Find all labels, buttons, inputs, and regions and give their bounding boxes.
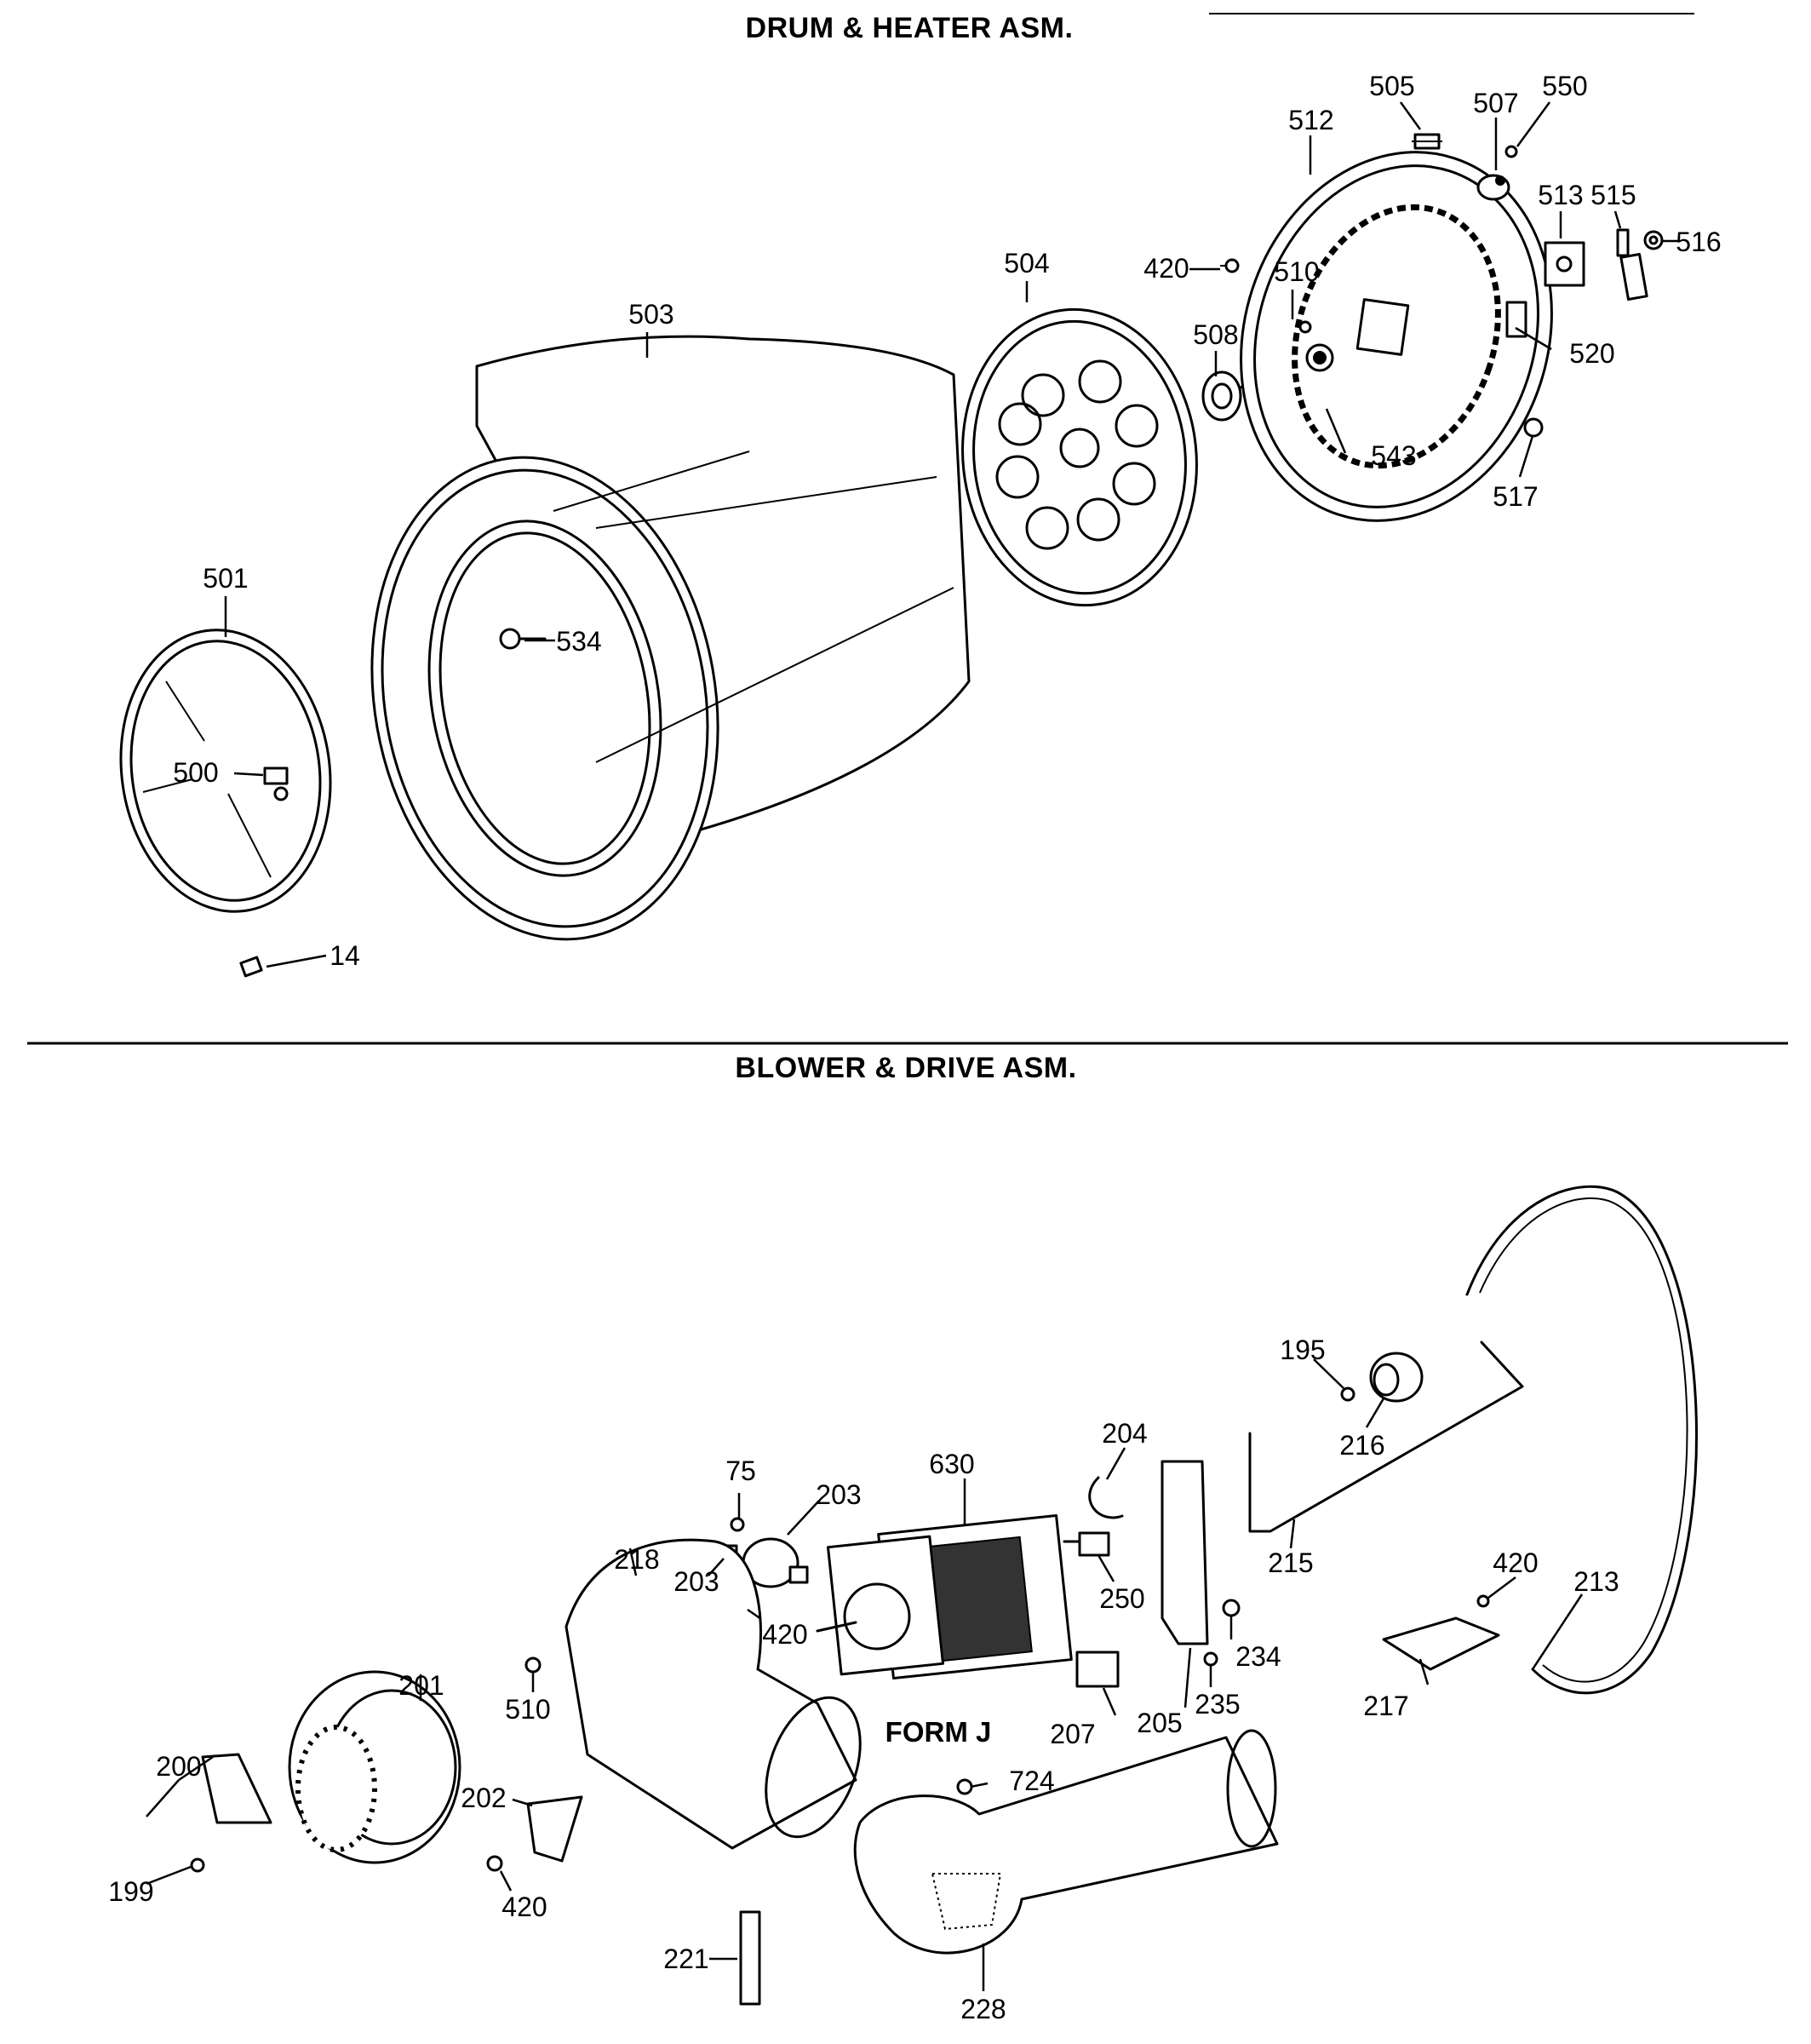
part-512-heater-housing [1240, 151, 1553, 522]
blower-drive-header: BLOWER & DRIVE ASM. [735, 1052, 1076, 1084]
part-513-bracket [1544, 241, 1585, 287]
part-202-baffle [526, 1795, 583, 1863]
part-510-screw-blower [524, 1656, 542, 1674]
label-217: 217 [1363, 1691, 1408, 1721]
label-543: 543 [1371, 440, 1416, 471]
part-516-nut [1643, 230, 1664, 250]
part-550-screw [1504, 145, 1518, 158]
part-218-blower-housing [565, 1538, 857, 1850]
part-217-bracket [1382, 1616, 1500, 1671]
part-507-cutoff [1476, 174, 1510, 201]
part-501-drum-seal [119, 629, 332, 913]
part-213-drive-belt [1465, 1185, 1698, 1695]
label-199: 199 [108, 1876, 153, 1907]
part-515-terminal [1616, 228, 1648, 301]
label-501: 501 [203, 563, 248, 594]
label-508: 508 [1193, 319, 1238, 350]
label-204: 204 [1102, 1418, 1147, 1449]
drum-heater-header: DRUM & HEATER ASM. [746, 12, 1074, 44]
label-503: 503 [628, 299, 673, 330]
part-534-screw [499, 628, 547, 650]
part-221-strip [739, 1910, 761, 2006]
label-195: 195 [1280, 1335, 1325, 1365]
label-216: 216 [1339, 1430, 1384, 1461]
part-199-screw [190, 1857, 205, 1873]
label-504: 504 [1004, 248, 1049, 278]
part-503-drum [370, 335, 971, 941]
label-517: 517 [1493, 481, 1538, 512]
part-250-coupling [1078, 1531, 1110, 1557]
part-420-screw-top [1220, 258, 1240, 273]
label-234: 234 [1235, 1641, 1281, 1672]
label-218: 218 [614, 1544, 659, 1575]
label-235: 235 [1195, 1689, 1240, 1720]
label-205: 205 [1137, 1708, 1182, 1738]
label-534: 534 [556, 626, 601, 657]
label-203-upper: 203 [816, 1479, 861, 1510]
label-510-blower: 510 [505, 1694, 550, 1725]
label-420-drum: 420 [1143, 253, 1189, 284]
label-420-baffle: 420 [501, 1892, 547, 1922]
part-724-screw [956, 1778, 973, 1795]
label-207: 207 [1050, 1719, 1095, 1749]
label-221: 221 [663, 1944, 708, 1974]
part-500-clip [263, 766, 289, 801]
part-216-idler-pulley [1369, 1352, 1424, 1403]
label-520: 520 [1569, 338, 1614, 369]
label-512: 512 [1288, 105, 1333, 135]
part-630-motor [816, 1513, 1100, 1680]
part-420-screw-baffle [486, 1855, 503, 1872]
part-14-plug [239, 956, 263, 978]
part-504-rear-bulkhead [961, 307, 1198, 607]
label-630: 630 [929, 1449, 974, 1479]
part-204-clip [1088, 1476, 1124, 1519]
label-200: 200 [156, 1751, 201, 1782]
label-420-clamp: 420 [762, 1619, 807, 1650]
part-510-screw-top [1298, 320, 1312, 334]
label-203-lower: 203 [673, 1566, 719, 1597]
label-75: 75 [725, 1455, 756, 1486]
label-250: 250 [1099, 1583, 1144, 1614]
label-724: 724 [1009, 1766, 1054, 1796]
label-550: 550 [1542, 71, 1587, 101]
label-201: 201 [398, 1670, 444, 1701]
part-200-bracket [201, 1753, 272, 1824]
part-201-blower-wheel [288, 1670, 461, 1864]
part-195-nut [1340, 1387, 1355, 1402]
part-205-bracket [1161, 1460, 1209, 1645]
form-j-label: FORM J [885, 1716, 992, 1748]
part-235-screw [1203, 1651, 1218, 1667]
label-14: 14 [330, 940, 360, 971]
label-202: 202 [461, 1783, 506, 1813]
part-228-exhaust-duct [853, 1729, 1279, 1955]
part-234-nut [1222, 1599, 1241, 1617]
label-516: 516 [1676, 227, 1721, 257]
label-515: 515 [1590, 180, 1636, 210]
part-75-screw [730, 1517, 745, 1532]
label-513: 513 [1538, 180, 1583, 210]
part-420-screw-bracket [1476, 1594, 1490, 1608]
part-505-thermostat [1412, 133, 1442, 150]
part-520-connector [1505, 301, 1527, 338]
label-228: 228 [960, 1994, 1006, 2024]
label-215: 215 [1268, 1547, 1313, 1578]
label-505: 505 [1369, 71, 1414, 101]
label-507: 507 [1473, 88, 1518, 118]
label-510: 510 [1274, 256, 1319, 287]
part-215-idler-arm [1248, 1341, 1524, 1533]
label-500: 500 [173, 757, 218, 788]
part-207-switch [1075, 1651, 1120, 1688]
part-517-nut [1523, 417, 1544, 438]
label-213: 213 [1573, 1566, 1619, 1597]
label-420-bracket: 420 [1493, 1547, 1538, 1578]
